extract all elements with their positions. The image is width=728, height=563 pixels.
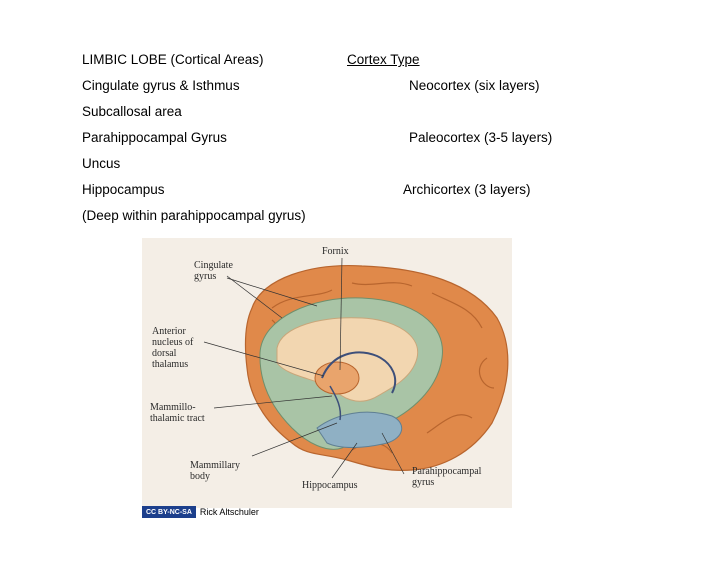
thalamus-shape: [314, 361, 360, 395]
row-area-hippocampus: Hippocampus: [82, 182, 165, 197]
mammillothalamic-tract: [329, 385, 342, 421]
label-anterior-3: dorsal: [152, 348, 177, 359]
row-type-archicortex: Archicortex (3 layers): [403, 182, 531, 197]
attribution-footer: CC BY-NC-SA Rick Altschuler: [142, 506, 259, 518]
row-area-cingulate: Cingulate gyrus & Isthmus: [82, 78, 240, 93]
hippocampus-shape: [316, 411, 402, 448]
label-mammillothalamic-1: Mammillo-: [150, 402, 196, 413]
label-parahippocampal-1: Parahippocampal: [412, 466, 482, 477]
row-area-parahippocampal: Parahippocampal Gyrus: [82, 130, 227, 145]
leader-lines: [203, 257, 405, 479]
header-left: LIMBIC LOBE (Cortical Areas): [82, 52, 264, 67]
limbic-lobe-illustration: Fornix Cingulate gyrus Anterior nucleus …: [142, 238, 512, 508]
header-right: Cortex Type: [347, 52, 420, 67]
label-mammillothalamic-2: thalamic tract: [150, 413, 205, 424]
label-hippocampus: Hippocampus: [302, 480, 358, 491]
label-mammillary-2: body: [190, 471, 210, 482]
license-badge[interactable]: CC BY-NC-SA: [142, 506, 196, 518]
author-credit: Rick Altschuler: [199, 507, 259, 517]
label-anterior-4: thalamus: [152, 359, 188, 370]
label-mammillary-1: Mammillary: [190, 460, 240, 471]
label-anterior-1: Anterior: [152, 326, 187, 337]
row-type-neocortex: Neocortex (six layers): [409, 78, 540, 93]
label-parahippocampal-2: gyrus: [412, 477, 434, 488]
row-area-subcallosal: Subcallosal area: [82, 104, 182, 119]
row-type-paleocortex: Paleocortex (3-5 layers): [409, 130, 553, 145]
label-cingulate-2: gyrus: [194, 271, 216, 282]
row-area-uncus: Uncus: [82, 156, 121, 171]
label-anterior-2: nucleus of: [152, 337, 194, 348]
fornix-tract: [321, 351, 397, 394]
label-fornix: Fornix: [322, 246, 349, 257]
row-area-deep-note: (Deep within parahippocampal gyrus): [82, 208, 306, 223]
label-cingulate-1: Cingulate: [194, 260, 233, 271]
